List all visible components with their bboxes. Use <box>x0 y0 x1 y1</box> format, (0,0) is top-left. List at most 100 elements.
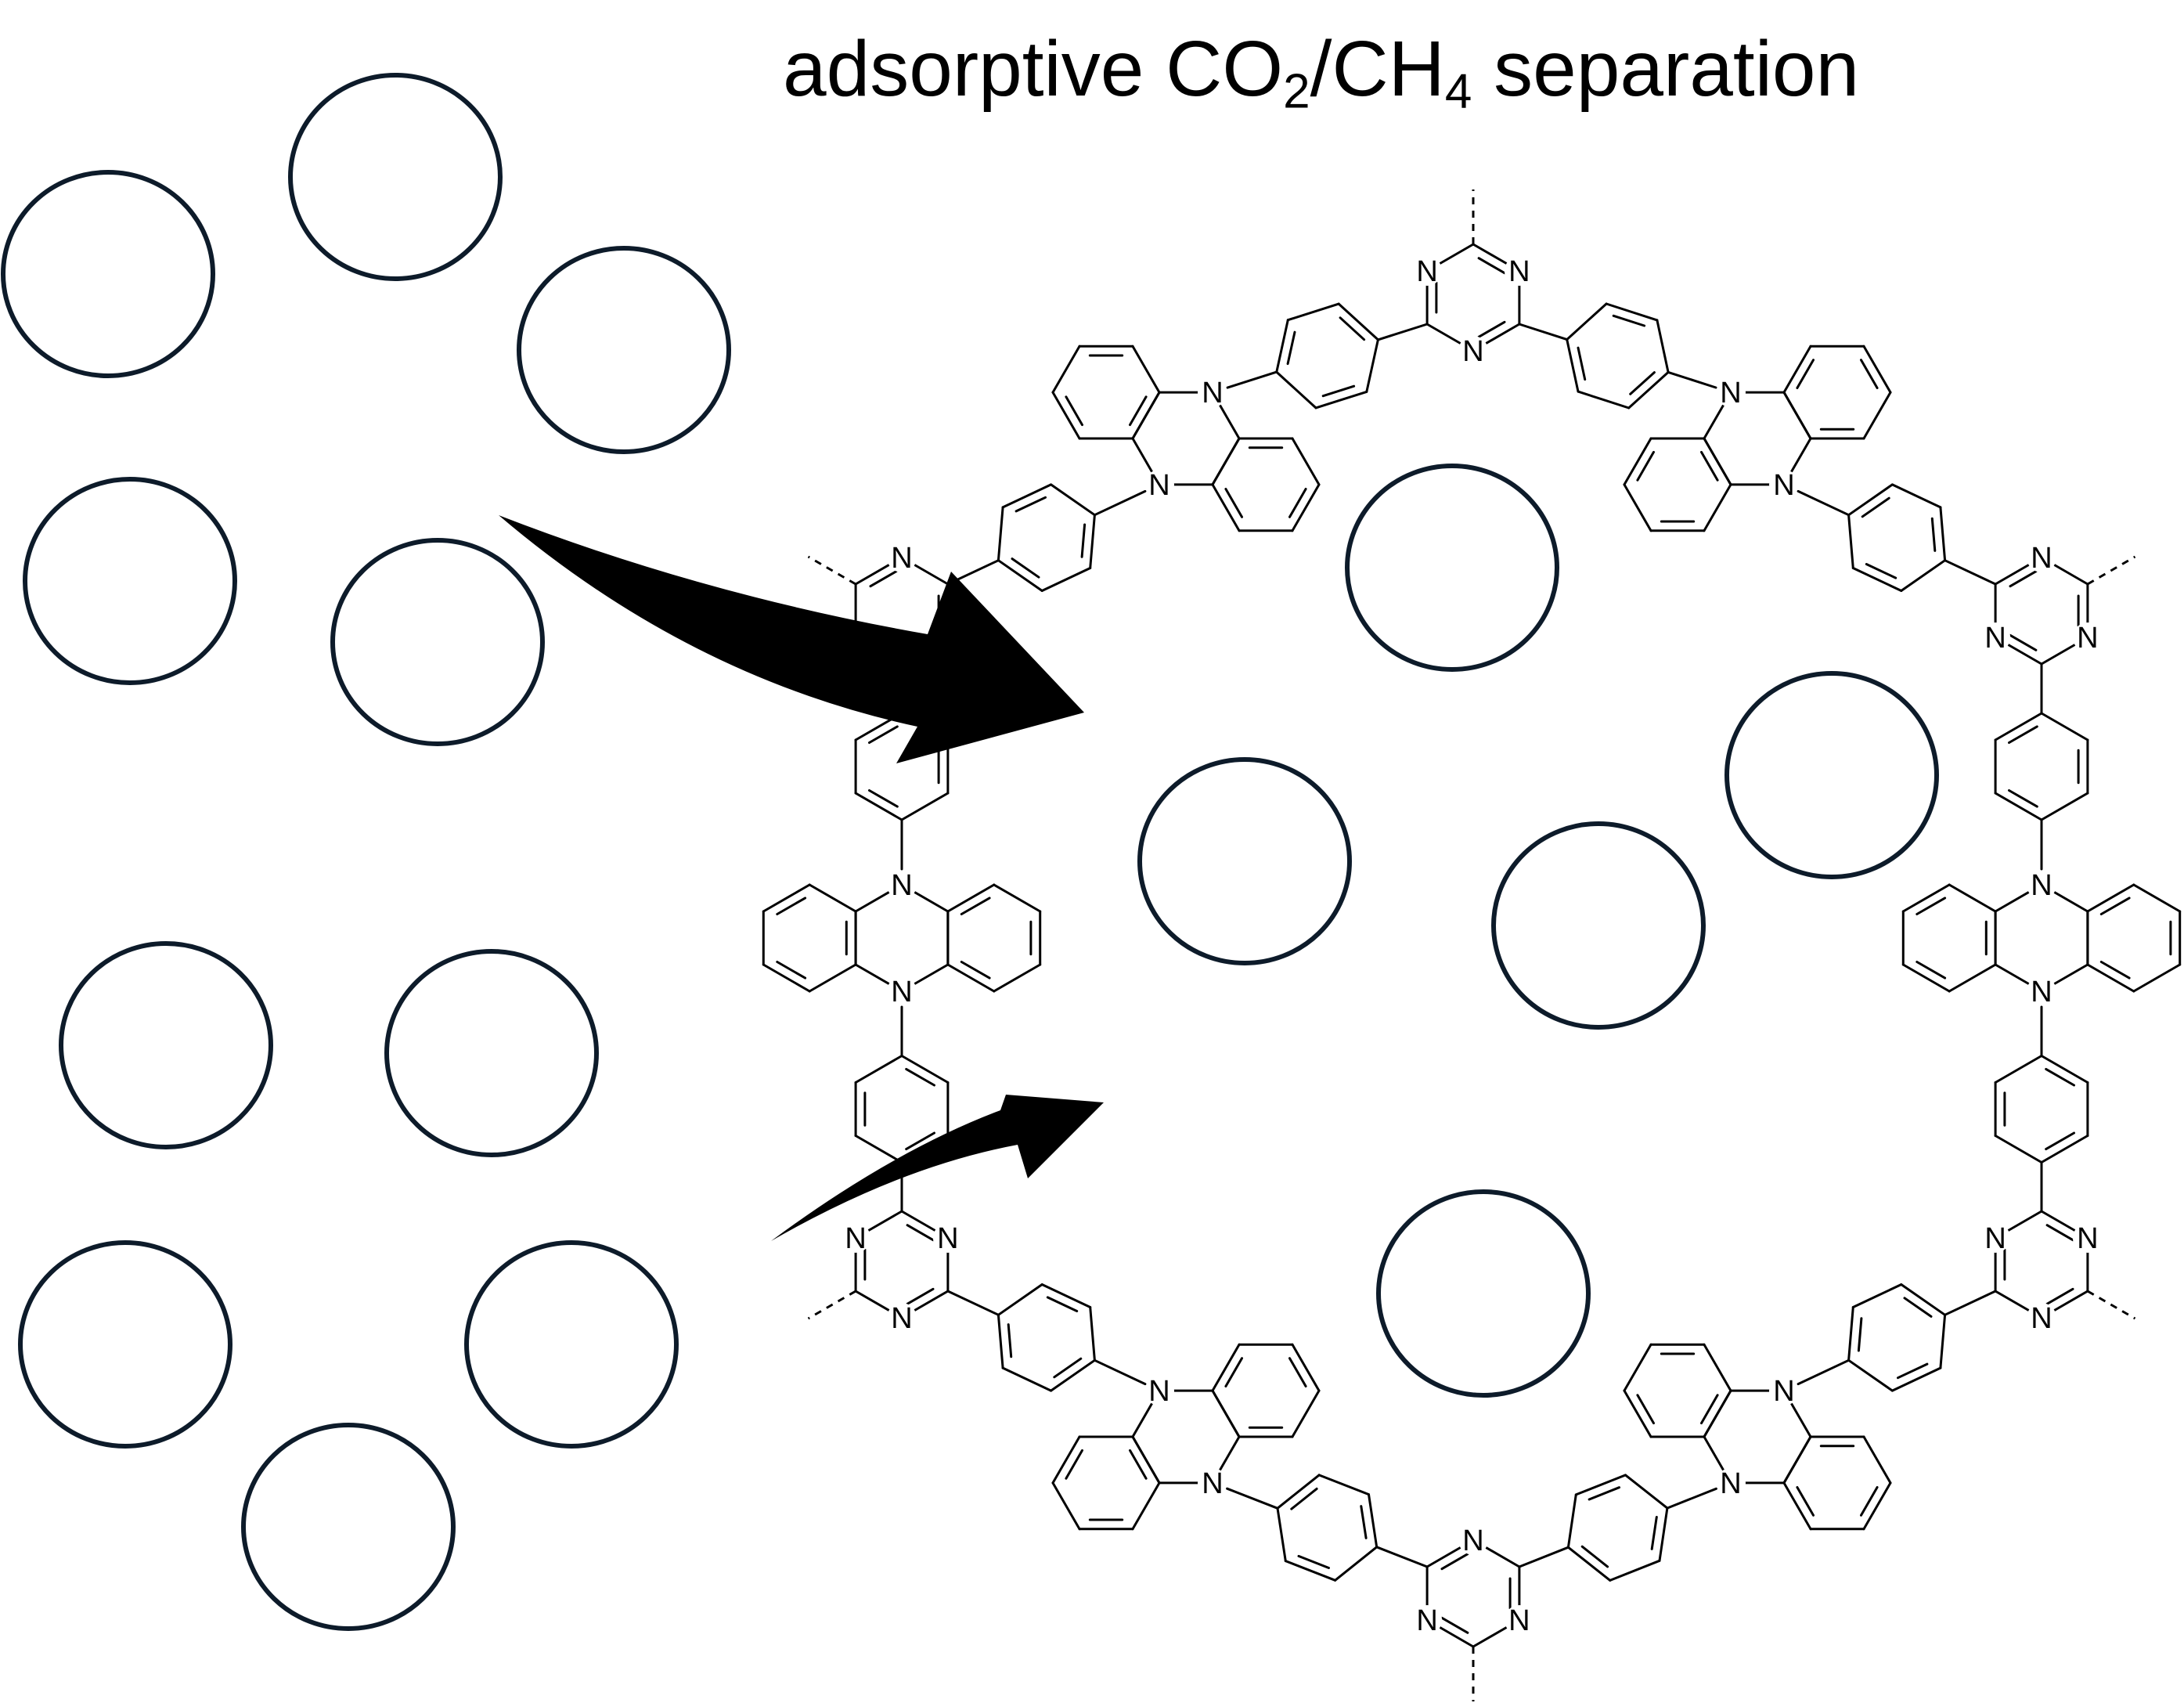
double-bond <box>2045 1067 2075 1087</box>
ring-bond <box>1900 1283 1947 1316</box>
ring-bond <box>1040 1283 1092 1308</box>
double-bond <box>1288 488 1307 518</box>
double-bond <box>869 570 898 588</box>
double-bond <box>2045 1287 2074 1305</box>
ring-bond <box>1566 1546 1612 1582</box>
ring-bond <box>946 963 996 993</box>
double-bond <box>1612 314 1646 327</box>
ring-bond <box>1862 1435 1892 1485</box>
double-bond <box>868 789 899 808</box>
ring-bond <box>1574 1474 1627 1496</box>
double-bond <box>1916 961 1947 980</box>
ring-bond <box>1901 963 1951 993</box>
ring-bond <box>1862 345 1892 394</box>
nitrogen-atom: N <box>891 976 912 1008</box>
ring-bond <box>1847 1306 1854 1362</box>
double-bond <box>2045 1224 2074 1242</box>
ring-bond <box>1939 1313 1947 1369</box>
ring-bond <box>1051 1435 1081 1485</box>
title-subscript-4: 4 <box>1444 64 1472 119</box>
ring-bond <box>1040 567 1092 592</box>
adsorbed-co2-molecule <box>1724 671 1939 879</box>
nitrogen-atom: N <box>1508 1604 1530 1637</box>
double-bond <box>1636 1394 1655 1425</box>
double-bond <box>1796 1486 1815 1517</box>
double-bond <box>2009 633 2038 651</box>
double-bond <box>1129 1449 1148 1480</box>
ring-bond <box>1847 483 1894 517</box>
linker-bond <box>1944 559 1997 586</box>
double-bond <box>960 961 991 980</box>
nitrogen-atom: N <box>2077 1222 2098 1255</box>
ring-bond <box>1089 1306 1096 1362</box>
adsorbed-molecules <box>1137 464 1939 1398</box>
dangling-bond <box>807 1290 856 1320</box>
ring-bond <box>854 1135 903 1164</box>
ring-bond <box>1050 483 1096 517</box>
double-bond <box>1288 1357 1307 1387</box>
ring-bond <box>1623 483 1652 532</box>
ring-bond <box>1051 391 1081 440</box>
nitrogen-atom: N <box>1984 1222 2006 1255</box>
linker-bond <box>1797 489 1851 517</box>
ring-bond <box>2086 963 2135 993</box>
double-bond <box>1588 1486 1620 1501</box>
adsorbed-ch4-molecule <box>1491 821 1706 1030</box>
ring-bond <box>1291 483 1321 532</box>
double-bond <box>1700 450 1719 482</box>
double-bond <box>1011 557 1040 579</box>
ring-bond <box>996 1313 1004 1369</box>
ring-bond <box>1211 437 1241 486</box>
nitrogen-atom: N <box>2031 542 2052 575</box>
linker-bond <box>1797 1358 1851 1386</box>
ring-bond <box>1939 506 1947 562</box>
ring-bond <box>2132 963 2182 993</box>
ring-bond <box>1051 1481 1081 1531</box>
atom-mask <box>1144 469 1174 500</box>
atom-mask <box>1412 256 1443 286</box>
ring-bond <box>1276 1474 1321 1510</box>
title-prefix: adsorptive CO <box>783 25 1284 113</box>
ring-bond <box>1275 370 1317 410</box>
ring-bond <box>1276 1506 1287 1563</box>
atom-mask <box>1716 1467 1746 1498</box>
double-bond <box>1897 1362 1929 1380</box>
nitrogen-atom: N <box>1148 1375 1169 1408</box>
ring-bond <box>1050 1358 1096 1392</box>
double-bond <box>2009 570 2038 588</box>
ring-bond <box>1782 391 1812 440</box>
ring-bond <box>900 1055 950 1084</box>
atom-mask <box>2027 976 2056 1006</box>
linker-bond <box>1226 370 1278 389</box>
ring-bond <box>1851 1283 1903 1308</box>
nitrogen-atom: N <box>1202 377 1223 410</box>
adsorbed-co2-molecule <box>1345 464 1559 672</box>
ring-bond <box>1131 391 1161 440</box>
ring-bond <box>1703 437 1732 486</box>
ring-bond <box>1862 391 1892 440</box>
atom-mask <box>1458 1525 1488 1555</box>
ring-bond <box>1948 883 1997 913</box>
ring-bond <box>1703 483 1732 532</box>
double-bond <box>906 1224 935 1242</box>
double-bond <box>1015 496 1047 513</box>
ring-bond <box>1624 1474 1669 1510</box>
atom-mask <box>2072 1223 2103 1253</box>
ring-bond <box>1131 345 1161 394</box>
ring-bond <box>1577 390 1631 410</box>
nitrogen-atom: N <box>1462 1524 1483 1557</box>
double-bond <box>1065 395 1083 427</box>
atom-mask <box>1144 1376 1174 1406</box>
ring-bond <box>2040 792 2089 821</box>
double-bond <box>1065 1449 1083 1480</box>
linker-bond <box>1518 1546 1570 1568</box>
ring-bond <box>1658 1506 1669 1562</box>
co2-molecule <box>330 538 545 746</box>
arrow-co2-uptake <box>499 515 1084 763</box>
nitrogen-atom: N <box>1984 622 2006 655</box>
ring-bond <box>1211 1389 1241 1438</box>
ring-bond <box>1901 883 1951 913</box>
dangling-bond <box>807 555 856 586</box>
ring-bond <box>1291 437 1321 486</box>
double-bond <box>1930 517 1937 552</box>
